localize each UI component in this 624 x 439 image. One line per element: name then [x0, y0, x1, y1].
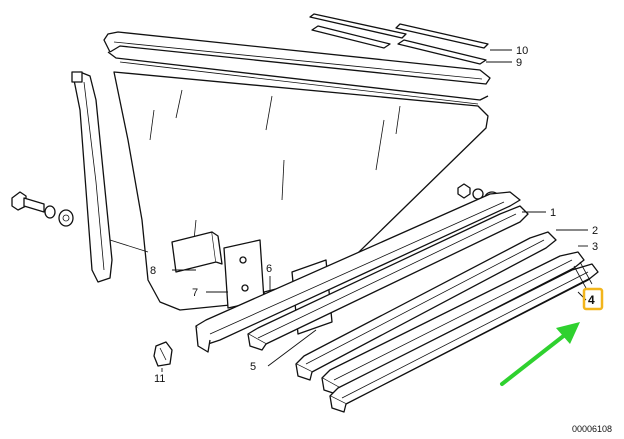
seal-strip-4	[329, 261, 599, 413]
leader-lines	[161, 49, 588, 372]
rail-link-line	[109, 239, 149, 253]
lower-channel-rail	[195, 191, 521, 353]
callout-10: 10	[516, 45, 528, 57]
bolt-assembly-left	[11, 191, 74, 227]
callout-11: 11	[154, 373, 165, 385]
seal-strip-2	[295, 231, 557, 381]
clip-11	[153, 341, 173, 367]
callout-6: 6	[266, 263, 272, 275]
window-channel-top	[103, 31, 491, 105]
callout-4-highlight[interactable]: 4	[582, 287, 604, 311]
rubber-block-8	[171, 231, 223, 273]
bracket-plate-7	[223, 239, 265, 309]
seal-strip-10	[309, 13, 489, 49]
callout-2: 2	[592, 225, 598, 237]
callout-1: 1	[550, 207, 556, 219]
seal-strip-1	[247, 205, 529, 351]
callout-5: 5	[250, 361, 256, 373]
callout-4: 4	[588, 293, 595, 307]
callout-3: 3	[592, 241, 598, 253]
callout-8: 8	[150, 265, 156, 277]
green-arrow-indicator	[500, 322, 580, 386]
vertical-guide-rail	[71, 71, 113, 283]
callout-9: 9	[516, 57, 522, 69]
reference-number: 00006108	[572, 424, 612, 434]
callout-7: 7	[192, 287, 198, 299]
seal-strip-9	[311, 25, 487, 65]
